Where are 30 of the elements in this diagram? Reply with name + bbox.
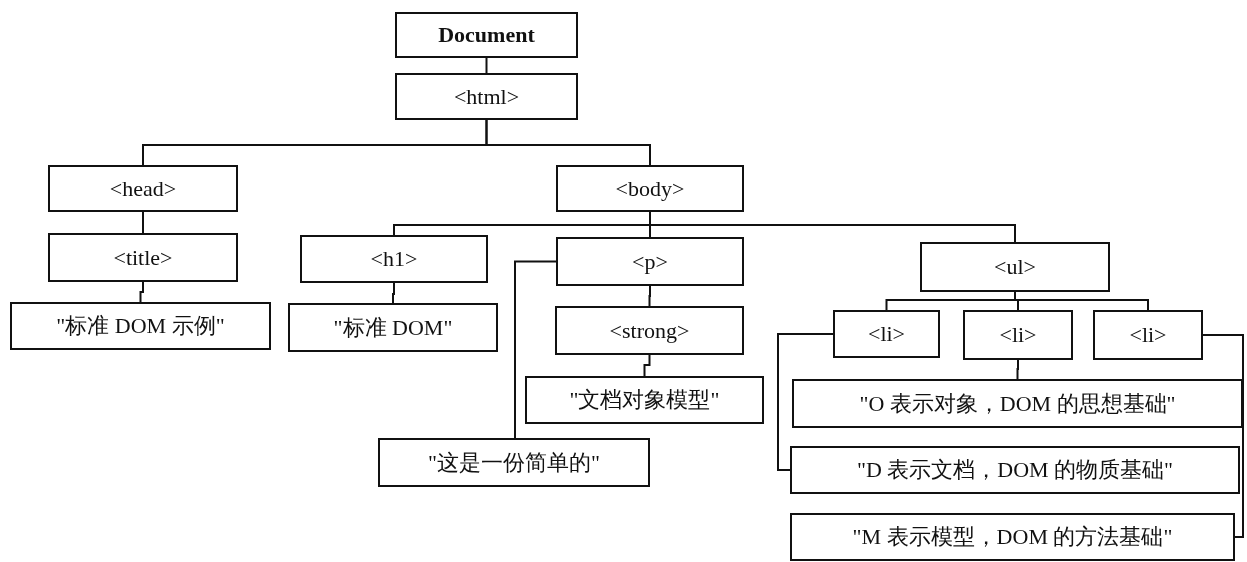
- tree-node-box: "标准 DOM": [288, 303, 498, 352]
- connector-line: [139, 281, 144, 303]
- tree-node-box: <li>: [963, 310, 1073, 360]
- tree-node-box: <p>: [556, 237, 744, 286]
- tree-node-box: <body>: [556, 165, 744, 212]
- connector-line: [777, 333, 834, 471]
- tree-node-box: Document: [395, 12, 578, 58]
- tree-node-box: <title>: [48, 233, 238, 282]
- connector-line: [514, 260, 557, 439]
- tree-node-box: "O 表示对象，DOM 的思想基础": [792, 379, 1243, 428]
- tree-node-box: <html>: [395, 73, 578, 120]
- connector-line: [643, 354, 651, 377]
- tree-node-box: <h1>: [300, 235, 488, 283]
- tree-node-box: <li>: [1093, 310, 1203, 360]
- connector-line: [648, 285, 651, 307]
- tree-node-box: <head>: [48, 165, 238, 212]
- connector-line: [392, 282, 395, 304]
- connector-line: [1202, 334, 1244, 538]
- tree-node-box: "这是一份简单的": [378, 438, 650, 487]
- connector-line: [1016, 359, 1019, 380]
- tree-node-box: "D 表示文档，DOM 的物质基础": [790, 446, 1240, 494]
- connector-line: [485, 119, 651, 166]
- tree-node-box: <strong>: [555, 306, 744, 355]
- tree-node-box: <li>: [833, 310, 940, 358]
- connector-line: [142, 211, 144, 234]
- connector-line: [485, 57, 488, 74]
- tree-node-box: <ul>: [920, 242, 1110, 292]
- tree-node-box: "标准 DOM 示例": [10, 302, 271, 350]
- tree-node-box: "文档对象模型": [525, 376, 764, 424]
- tree-node-box: "M 表示模型，DOM 的方法基础": [790, 513, 1235, 561]
